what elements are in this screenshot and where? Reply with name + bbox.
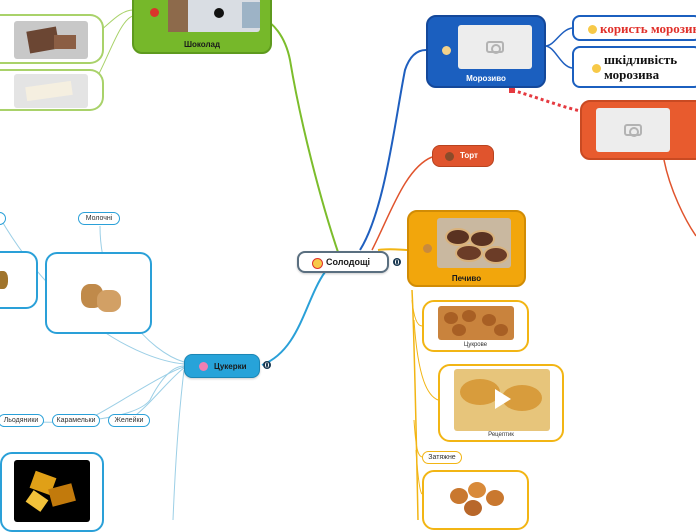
lyadianyky-label: Льодяники: [3, 417, 39, 424]
morozyvo-label: Морозиво: [466, 74, 506, 83]
floating-photo-placeholder: [596, 108, 670, 152]
central-label: Солодощі: [326, 257, 371, 267]
branch-shokolad[interactable]: Шоколад: [132, 0, 272, 54]
left-cut-photo-card[interactable]: [0, 251, 38, 309]
zatiazhne-photo-card[interactable]: [422, 470, 529, 530]
link-morozyvo-harm: [544, 45, 573, 69]
molochni-node[interactable]: Молочні: [78, 212, 120, 225]
link-pechyvo-trunk: [411, 289, 419, 520]
heart-eyes-emoji-icon: [312, 258, 323, 269]
globe-icon: [263, 361, 271, 369]
link-pechyvo-photo: [415, 449, 423, 495]
tsukrove-card[interactable]: Цукрове: [422, 300, 529, 352]
harm-label: шкідливість морозива: [604, 52, 678, 82]
link-morozyvo-benefit: [544, 27, 573, 47]
camera-icon: [624, 124, 642, 137]
benefit-node[interactable]: користь морозива: [572, 15, 696, 41]
floating-topic[interactable]: [580, 100, 696, 160]
link-central-pechyvo: [377, 248, 409, 251]
retseptyk-video-thumbnail: [454, 369, 550, 431]
branch-tsukerky[interactable]: Цукерки: [184, 354, 260, 378]
zhelyinky-node[interactable]: Желейки: [108, 414, 150, 427]
link-tsukerky-karamelky: [89, 366, 185, 419]
branch-pechyvo[interactable]: Печиво: [407, 210, 526, 287]
benefit-label: користь морозива: [600, 21, 696, 36]
link-tsukerky-down: [172, 369, 185, 520]
link-offscreen-orange: [663, 159, 696, 237]
worried-face-icon: [592, 64, 601, 73]
zatiazhne-photo: [444, 478, 510, 522]
link-central-tort: [371, 156, 433, 251]
shokolad-photo: [168, 0, 260, 32]
tsukerky-label: Цукерки: [214, 362, 247, 371]
shokolad-label: Шоколад: [183, 40, 221, 49]
globe-icon: [393, 258, 401, 266]
chocolate-photo-card-1[interactable]: [0, 14, 104, 64]
link-central-shokolad: [261, 17, 341, 259]
play-icon[interactable]: [495, 389, 511, 409]
cookie-icon: [423, 244, 432, 253]
zhelyinky-label: Желейки: [114, 417, 144, 424]
pechyvo-photo: [437, 218, 511, 268]
branch-tort[interactable]: Торт: [432, 145, 494, 167]
zatiazhne-label: Затяжне: [428, 454, 456, 461]
harm-node[interactable]: шкідливість морозива: [572, 46, 696, 88]
ice-cream-icon: [442, 46, 451, 55]
morozyvo-photo-placeholder: [458, 25, 532, 69]
link-tsukerky-zhelyinky: [131, 367, 185, 419]
molochni-label: Молочні: [85, 215, 113, 222]
tsukrove-photo: [438, 306, 514, 340]
strawberry-chocolate-icon: [150, 8, 159, 17]
white-chocolate-photo: [14, 74, 88, 108]
retseptyk-card[interactable]: Рецептик: [438, 364, 564, 442]
chocolate-photo-card-2[interactable]: [0, 69, 104, 111]
relationship-handle: [509, 87, 515, 93]
lyadianyky-photo-card[interactable]: [0, 452, 104, 532]
milk-candy-photo: [61, 262, 137, 326]
link-pechyvo-zatiazhne: [413, 419, 423, 458]
link-central-tsukerky: [261, 271, 326, 366]
candy-icon: [199, 362, 208, 371]
tort-label: Торт: [460, 151, 478, 160]
link-pechyvo-retseptyk: [413, 319, 439, 401]
pechyvo-label: Печиво: [451, 274, 482, 283]
link-tsukerky-lyadianyky: [9, 365, 185, 423]
relationship-link: [511, 88, 586, 114]
lyadianyky-node[interactable]: Льодяники: [0, 414, 44, 427]
link-central-morozyvo: [359, 49, 427, 251]
chocolate-bar-photo: [14, 21, 88, 59]
karamelky-label: Карамельки: [56, 417, 96, 424]
cake-icon: [445, 152, 454, 161]
retseptyk-label: Рецептик: [488, 432, 514, 438]
smiling-face-icon: [588, 25, 597, 34]
central-topic[interactable]: Солодощі: [297, 251, 389, 273]
hard-candy-photo: [14, 460, 90, 522]
branch-morozyvo[interactable]: Морозиво: [426, 15, 546, 88]
karamelky-node[interactable]: Карамельки: [52, 414, 100, 427]
link-pechyvo-tsukrove: [411, 299, 423, 327]
molochni-photo-card[interactable]: [45, 252, 152, 334]
zatiazhne-node[interactable]: Затяжне: [422, 451, 462, 464]
tsukrove-label: Цукрове: [463, 342, 488, 348]
camera-icon: [486, 41, 504, 54]
